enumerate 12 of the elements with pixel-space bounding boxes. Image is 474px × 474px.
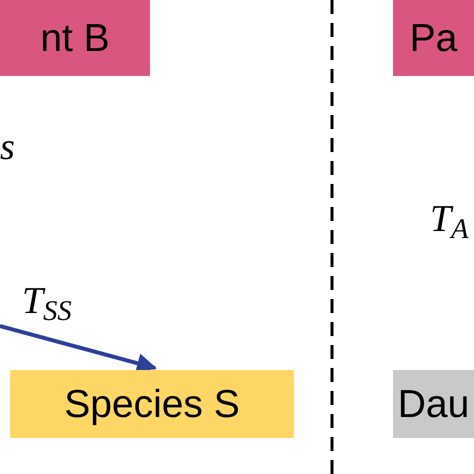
box-label: Pa: [410, 18, 458, 58]
formula-label: T$_{A}$: [430, 200, 469, 238]
box-label: nt B: [40, 18, 110, 58]
label-box: [0, 0, 150, 76]
label-box: [10, 370, 294, 438]
arrow: [0, 324, 157, 373]
edge-label: T$_{SS}$: [22, 282, 72, 320]
formula-label: s: [0, 128, 15, 166]
box-label: Dau: [398, 384, 470, 424]
label-box: [393, 370, 474, 438]
label-box: [393, 0, 474, 76]
box-label: Species S: [64, 384, 240, 424]
